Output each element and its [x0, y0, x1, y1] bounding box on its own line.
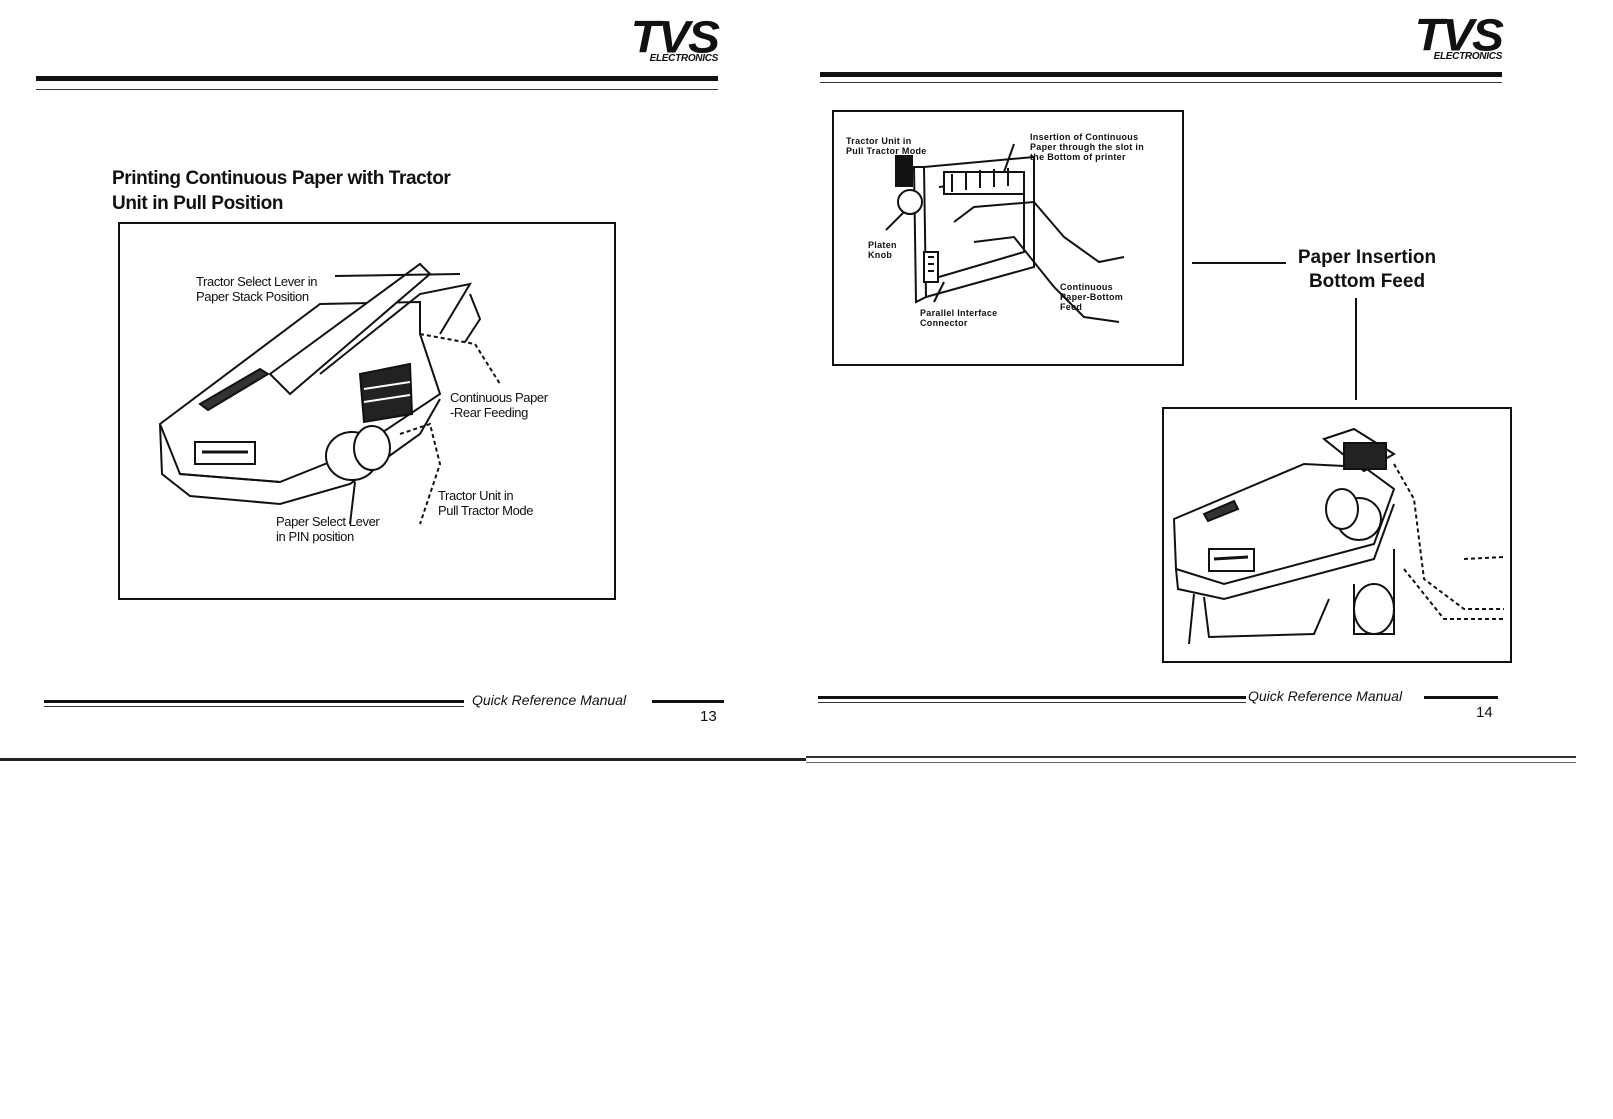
caption-connector-v: [1355, 298, 1357, 400]
caption-line: Bottom Feed: [1282, 270, 1452, 294]
label-line: Tractor Unit in: [846, 136, 927, 146]
logo-text: TVS: [1384, 13, 1502, 59]
inset-label-continuous: Continuous Paper-Bottom Feed: [1060, 282, 1123, 312]
header-rule-right-thin: [820, 82, 1502, 83]
label-line: Tractor Unit in: [438, 488, 533, 503]
label-line: Parallel Interface: [920, 308, 997, 318]
label-line: Paper-Bottom: [1060, 292, 1123, 302]
label-line: Pull Tractor Mode: [846, 146, 927, 156]
inset-label-parallel: Parallel Interface Connector: [920, 308, 997, 328]
label-line: in PIN position: [276, 529, 379, 544]
footer-rule-right-thin: [818, 702, 1246, 703]
figure-pull-tractor: Tractor Select Lever in Paper Stack Posi…: [118, 222, 616, 600]
label-line: Platen: [868, 240, 897, 250]
label-line: Paper through the slot in: [1030, 142, 1144, 152]
footer-manual-left: Quick Reference Manual: [472, 692, 626, 708]
header-rule-left-thin: [36, 89, 718, 90]
tvs-logo-right: TVS ELECTRONICS: [1384, 12, 1502, 62]
footer-rule-left-thin: [44, 706, 464, 707]
page-title: Printing Continuous Paper with Tractor U…: [112, 166, 450, 216]
label-line: Tractor Select Lever in: [196, 274, 317, 289]
page-number-right: 14: [1476, 704, 1493, 721]
label-line: Insertion of Continuous: [1030, 132, 1144, 142]
printer-stand-illustration: [1164, 409, 1510, 661]
label-line: Paper Stack Position: [196, 289, 317, 304]
spread-bottom-edge-left: [0, 758, 806, 761]
label-line: Connector: [920, 318, 997, 328]
title-line-1: Printing Continuous Paper with Tractor: [112, 166, 450, 191]
footer-rule-right: [818, 696, 1246, 699]
footer-manual-right: Quick Reference Manual: [1248, 688, 1402, 704]
header-rule-left: [36, 76, 718, 81]
caption-paper-insertion: Paper Insertion Bottom Feed: [1282, 246, 1452, 294]
caption-connector-h: [1192, 262, 1286, 264]
footer-rule-right-end: [1424, 696, 1498, 699]
label-paper-select: Paper Select Lever in PIN position: [276, 514, 379, 544]
footer-rule-left: [44, 700, 464, 703]
page-number-left: 13: [700, 708, 717, 725]
label-line: Feed: [1060, 302, 1123, 312]
caption-line: Paper Insertion: [1282, 246, 1452, 270]
label-line: Paper Select Lever: [276, 514, 379, 529]
inset-label-tractor: Tractor Unit in Pull Tractor Mode: [846, 136, 927, 156]
title-line-2: Unit in Pull Position: [112, 191, 450, 216]
footer-rule-left-end: [652, 700, 724, 703]
logo-text: TVS: [600, 15, 718, 61]
label-line: Continuous Paper: [450, 390, 548, 405]
label-line: Pull Tractor Mode: [438, 503, 533, 518]
tvs-logo-left: TVS ELECTRONICS: [600, 14, 718, 64]
label-line: Knob: [868, 250, 897, 260]
spread-bottom-edge-right: [806, 756, 1576, 758]
label-line: -Rear Feeding: [450, 405, 548, 420]
figure-bottom-feed-printer: [1162, 407, 1512, 663]
header-rule-right: [820, 72, 1502, 77]
inset-label-insertion: Insertion of Continuous Paper through th…: [1030, 132, 1144, 162]
label-tractor-select: Tractor Select Lever in Paper Stack Posi…: [196, 274, 317, 304]
label-continuous-paper: Continuous Paper -Rear Feeding: [450, 390, 548, 420]
inset-label-platen: Platen Knob: [868, 240, 897, 260]
label-line: the Bottom of printer: [1030, 152, 1144, 162]
spread-bottom-edge-right-thin: [806, 762, 1576, 763]
label-line: Continuous: [1060, 282, 1123, 292]
figure-bottom-feed-inset: Tractor Unit in Pull Tractor Mode Insert…: [832, 110, 1184, 366]
label-tractor-unit: Tractor Unit in Pull Tractor Mode: [438, 488, 533, 518]
